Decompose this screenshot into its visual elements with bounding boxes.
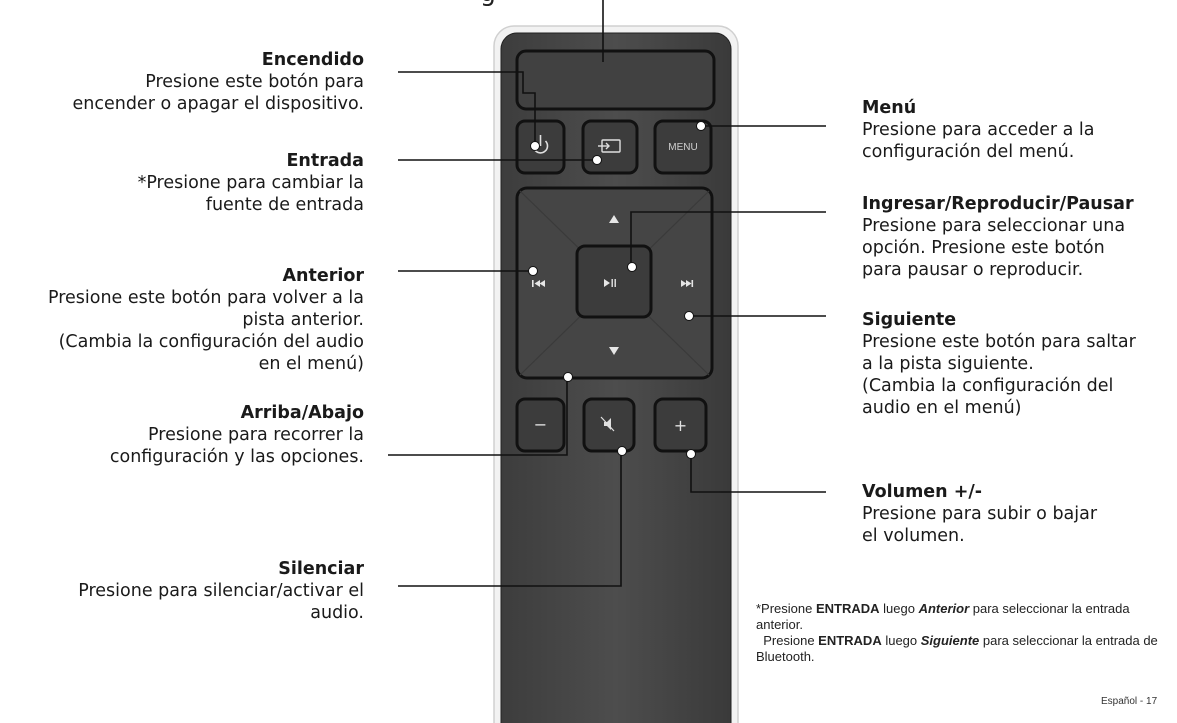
volume-down-button[interactable]: − <box>515 397 566 453</box>
play-pause-icon <box>604 279 616 287</box>
display-window <box>515 49 716 111</box>
leader-dot-menu <box>696 121 706 131</box>
label-ingresar: Ingresar/Reproducir/Pausar Presione para… <box>862 193 1177 281</box>
label-encendido: Encendido Presione este botón para encen… <box>0 49 364 115</box>
leader-dot-ingresar <box>627 262 637 272</box>
label-entrada-desc: *Presione para cambiar la fuente de entr… <box>137 173 364 215</box>
input-button[interactable] <box>581 119 639 175</box>
menu-button[interactable]: MENU <box>653 119 713 175</box>
play-pause-button[interactable] <box>575 244 653 319</box>
leader-silenciar <box>398 451 622 587</box>
fn2-a: Presione <box>763 633 819 648</box>
fn2-c: luego <box>881 633 921 648</box>
label-entrada-title: Entrada <box>286 151 364 171</box>
power-button[interactable] <box>515 119 566 175</box>
fn2-e: para seleccionar la entrada de Bluetooth… <box>756 633 1158 664</box>
next-track-icon[interactable] <box>681 280 694 287</box>
label-arriba-abajo: Arriba/Abajo Presione para recorrer la c… <box>0 402 364 468</box>
volume-up-button[interactable]: + <box>653 397 708 453</box>
footnote-line-2: Presione ENTRADA luego Siguiente para se… <box>756 633 1176 665</box>
page-number: Español - 17 <box>1101 696 1158 707</box>
label-arriba-abajo-desc: Presione para recorrer la configuración … <box>109 425 364 467</box>
label-encendido-desc: Presione este botón para encender o apag… <box>72 72 364 114</box>
leader-encendido <box>398 71 536 146</box>
input-icon <box>598 139 621 153</box>
fn1-a: *Presione <box>756 601 816 616</box>
menu-button-label: MENU <box>668 142 697 153</box>
footnote-line-1: *Presione ENTRADA luego Anterior para se… <box>756 601 1176 633</box>
label-anterior: Anterior Presione este botón para volver… <box>0 265 364 375</box>
leader-dot-volumen <box>686 449 696 459</box>
leader-dot-encendido <box>530 141 540 151</box>
plus-glyph: + <box>674 416 687 435</box>
leader-dot-siguiente <box>684 311 694 321</box>
label-menu-desc: Presione para acceder a la configuración… <box>862 120 1095 162</box>
label-volumen-title: Volumen +/- <box>862 482 983 502</box>
fn1-c: luego <box>879 601 919 616</box>
dpad <box>515 186 714 380</box>
label-menu-title: Menú <box>862 98 917 118</box>
label-silenciar: Silenciar Presione para silenciar/activa… <box>0 558 364 624</box>
label-menu: Menú Presione para acceder a la configur… <box>862 97 1177 163</box>
label-silenciar-desc: Presione para silenciar/activar el audio… <box>78 581 364 623</box>
leader-volumen <box>690 454 826 493</box>
label-ingresar-title: Ingresar/Reproducir/Pausar <box>862 194 1134 214</box>
fn1-e: para seleccionar la entrada anterior. <box>756 601 1130 632</box>
previous-track-icon[interactable] <box>532 280 545 287</box>
label-entrada: Entrada *Presione para cambiar la fuente… <box>0 150 364 216</box>
leader-dot-anterior <box>528 266 538 276</box>
mute-button[interactable] <box>582 397 636 453</box>
triangle-down-icon[interactable] <box>609 347 619 355</box>
label-silenciar-title: Silenciar <box>278 559 364 579</box>
label-volumen-desc: Presione para subir o bajar el volumen. <box>862 504 1098 546</box>
label-encendido-title: Encendido <box>261 50 364 70</box>
fn1-d: Anterior <box>918 601 970 616</box>
label-siguiente-title: Siguiente <box>862 310 957 330</box>
leader-arriba-abajo <box>388 377 568 456</box>
footnote: *Presione ENTRADA luego Anterior para se… <box>756 601 1176 665</box>
label-arriba-abajo-title: Arriba/Abajo <box>240 403 364 423</box>
label-volumen: Volumen +/- Presione para subir o bajar … <box>862 481 1177 547</box>
leader-dot-silenciar <box>617 446 627 456</box>
fn2-d: Siguiente <box>920 633 980 648</box>
label-siguiente: Siguiente Presione este botón para salta… <box>862 309 1177 419</box>
leader-dot-entrada <box>592 155 602 165</box>
leader-ingresar <box>630 211 826 267</box>
minus-glyph: − <box>534 415 547 434</box>
label-ingresar-desc: Presione para seleccionar una opción. Pr… <box>862 216 1126 280</box>
fn1-b: ENTRADA <box>815 601 880 616</box>
top-partial-label: g <box>480 0 496 8</box>
triangle-up-icon[interactable] <box>609 215 619 223</box>
label-anterior-desc: Presione este botón para volver a la pis… <box>47 288 364 374</box>
label-anterior-title: Anterior <box>282 266 364 286</box>
fn2-b: ENTRADA <box>818 633 882 648</box>
mute-icon <box>600 416 615 432</box>
leader-dot-arriba-abajo <box>563 372 573 382</box>
label-siguiente-desc: Presione este botón para saltar a la pis… <box>862 332 1136 418</box>
